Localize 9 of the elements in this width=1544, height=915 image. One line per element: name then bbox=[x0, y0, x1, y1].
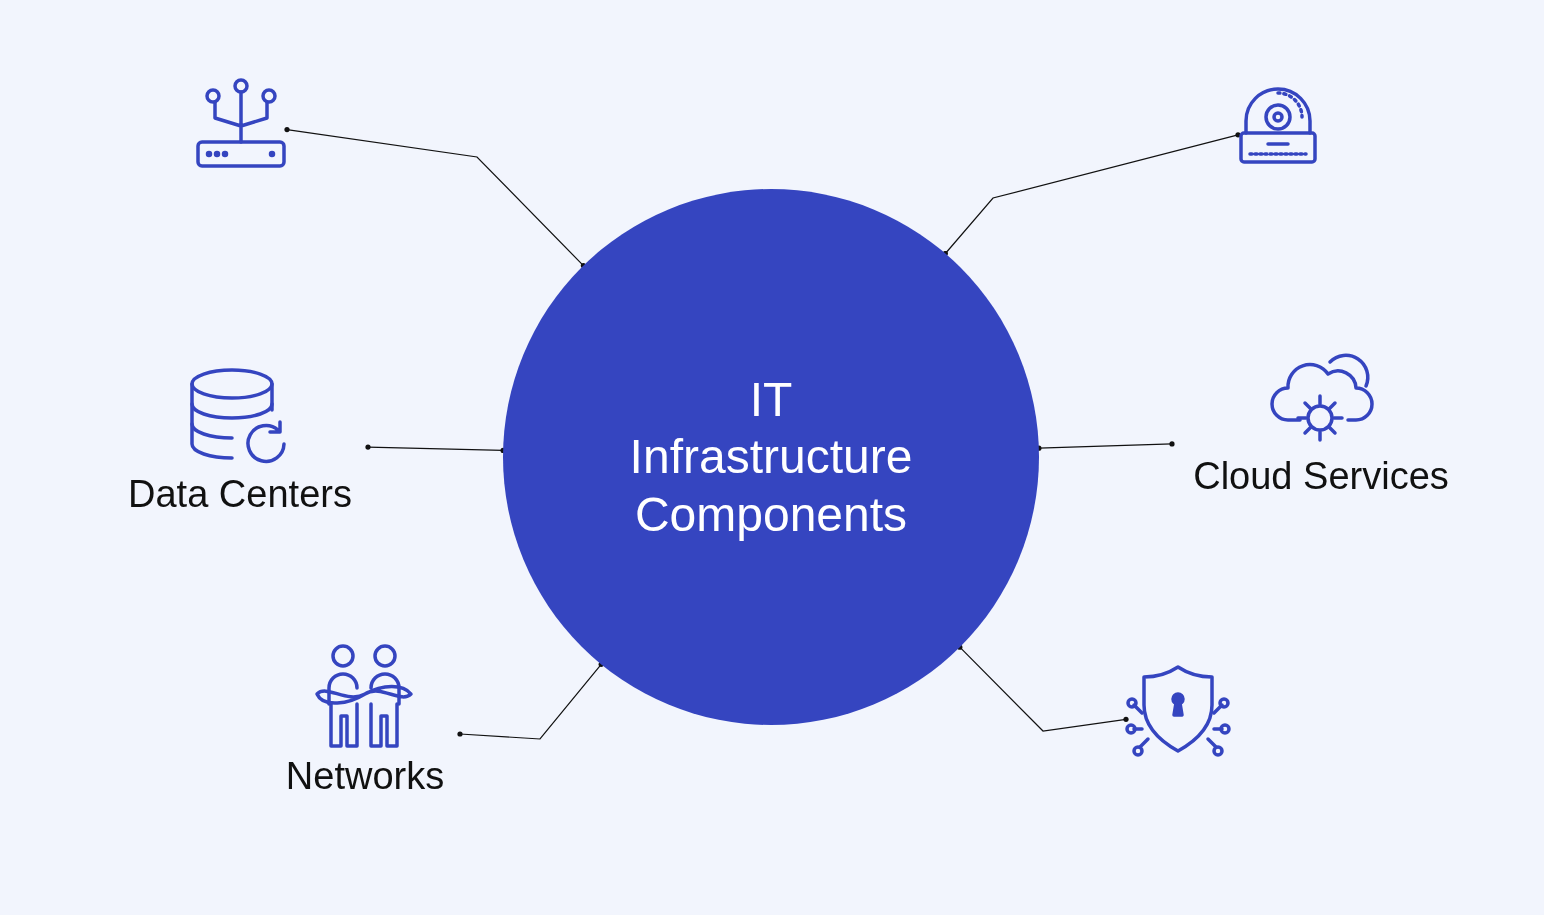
connector-line bbox=[1036, 441, 1175, 451]
title-text: IT Infrastructure Components bbox=[628, 371, 914, 543]
component-label: Networks bbox=[285, 756, 445, 798]
connector-line bbox=[457, 661, 604, 740]
component-label: Data Centers bbox=[128, 474, 352, 516]
connector-line bbox=[957, 644, 1129, 732]
connector-line bbox=[284, 127, 586, 269]
component-label: Cloud Services bbox=[1193, 456, 1449, 498]
connector-line bbox=[942, 132, 1241, 257]
